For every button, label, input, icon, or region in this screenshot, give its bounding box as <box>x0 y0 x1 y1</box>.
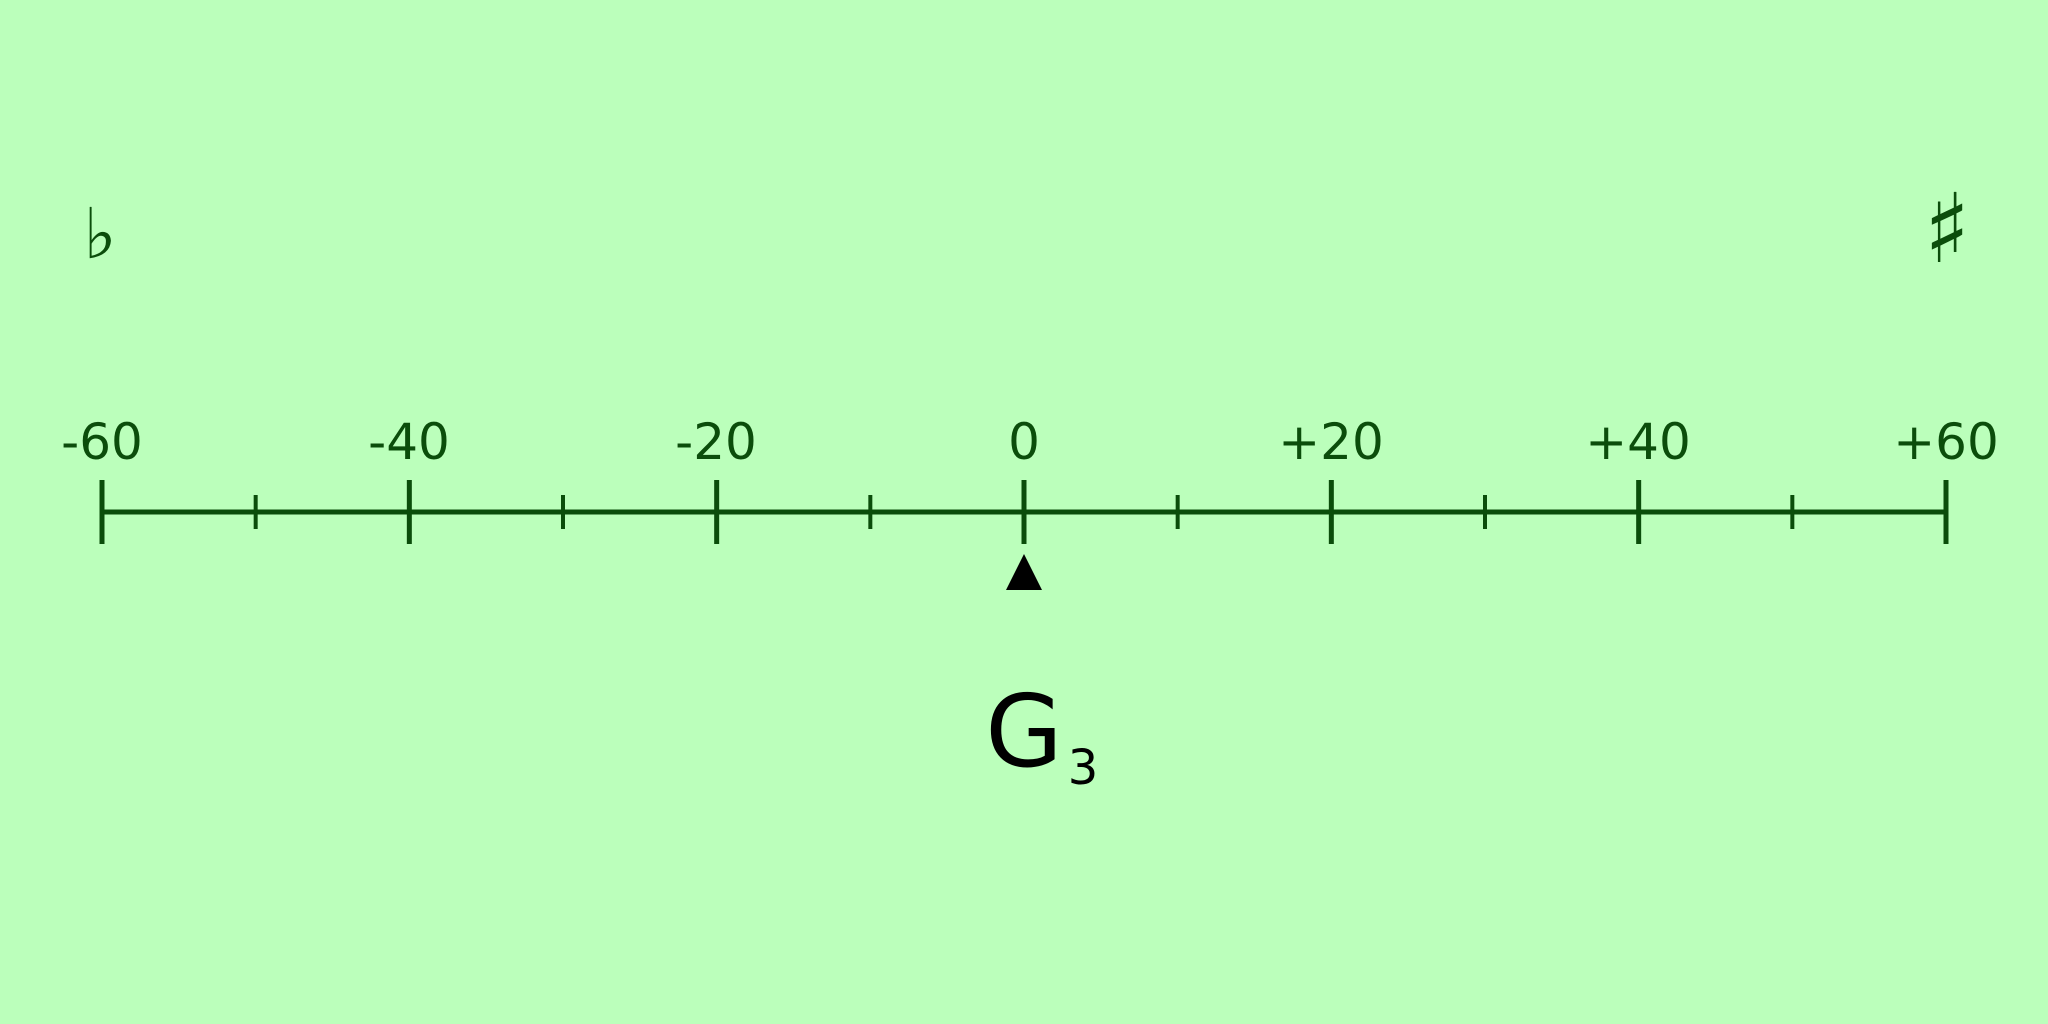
pitch-indicator-triangle <box>1006 554 1042 590</box>
scale-label-minus-40: -40 <box>368 413 450 471</box>
scale-label-plus-60: +60 <box>1893 413 1999 471</box>
flat-symbol: ♭ <box>83 193 116 275</box>
sharp-symbol: ♯ <box>1924 173 1970 285</box>
note-name: G <box>985 673 1063 790</box>
cents-scale: -60 -40 -20 0 +20 +40 +60 <box>61 413 1999 544</box>
scale-label-minus-60: -60 <box>61 413 143 471</box>
note-octave: 3 <box>1068 740 1099 796</box>
detected-note: G 3 <box>985 673 1098 796</box>
scale-label-plus-20: +20 <box>1278 413 1384 471</box>
scale-label-0: 0 <box>1008 413 1040 471</box>
scale-label-plus-40: +40 <box>1585 413 1691 471</box>
scale-label-minus-20: -20 <box>675 413 757 471</box>
scale-ticks <box>99 480 1949 544</box>
